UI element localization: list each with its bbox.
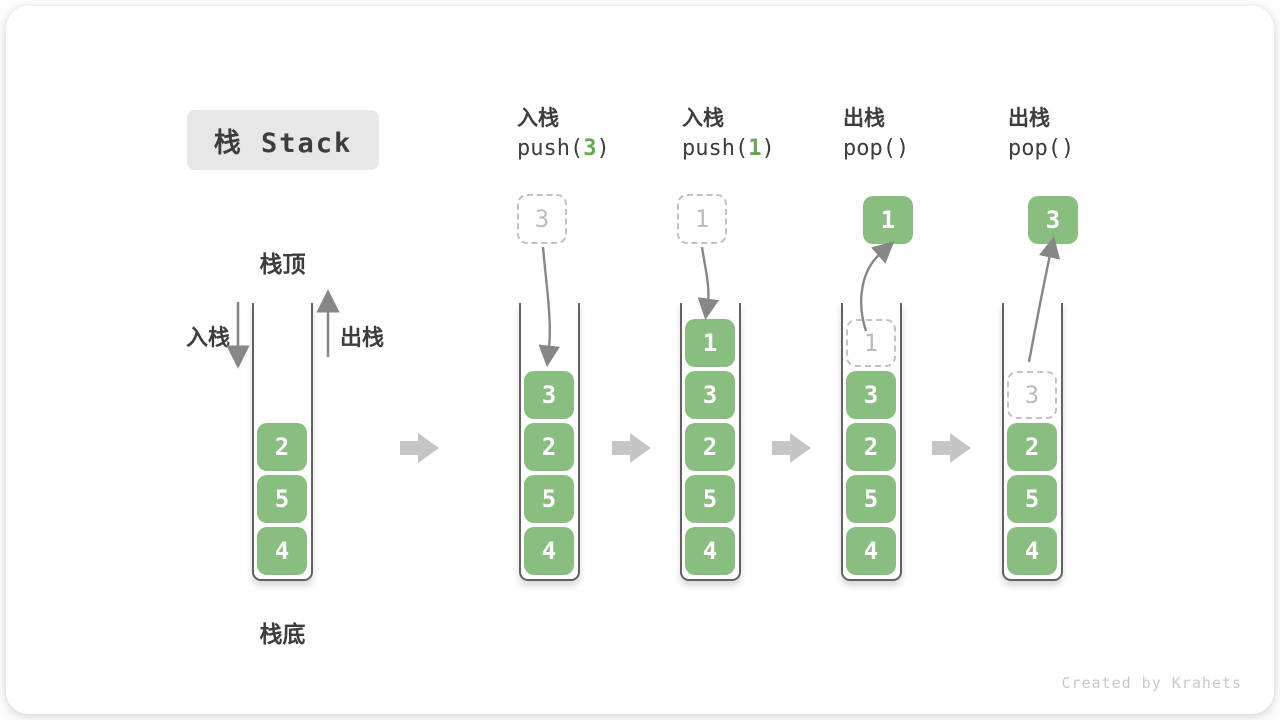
stack-cell: 5 bbox=[846, 475, 896, 523]
stack-cell: 2 bbox=[524, 423, 574, 471]
push-1-arrow bbox=[697, 246, 720, 321]
pending-value-box: 3 bbox=[517, 194, 567, 244]
push-side-label: 入栈 bbox=[185, 326, 230, 351]
pending-value-box: 1 bbox=[677, 194, 727, 244]
stack-cell: 5 bbox=[685, 475, 735, 523]
operation-code: push(1) bbox=[682, 132, 775, 166]
stack-cell: 2 bbox=[1007, 423, 1057, 471]
operation-name: 入栈 bbox=[517, 106, 559, 130]
stack-cell: 4 bbox=[846, 527, 896, 575]
stack-cell: 1 bbox=[685, 319, 735, 367]
page-title: 栈 Stack bbox=[213, 127, 353, 159]
popped-value-box: 1 bbox=[863, 196, 913, 244]
block-arrow-icon bbox=[932, 433, 971, 463]
stack-cell: 4 bbox=[524, 527, 574, 575]
code-text: ) bbox=[761, 136, 775, 161]
stack-cell: 3 bbox=[685, 371, 735, 419]
code-text: pop( bbox=[843, 136, 896, 161]
code-text: ) bbox=[596, 136, 610, 161]
block-arrow-icon bbox=[400, 433, 439, 463]
operation-name: 出栈 bbox=[1008, 106, 1050, 130]
code-text: pop( bbox=[1008, 136, 1061, 161]
stack-cell: 4 bbox=[257, 527, 307, 575]
pop-side-label: 出栈 bbox=[340, 326, 385, 351]
code-text: push( bbox=[517, 136, 584, 161]
operation-name: 出栈 bbox=[843, 106, 885, 130]
stack-cell: 2 bbox=[685, 423, 735, 471]
title-box: 栈 Stack bbox=[187, 110, 379, 170]
stack-cell: 3 bbox=[524, 371, 574, 419]
code-text: push( bbox=[682, 136, 749, 161]
stack-cell: 3 bbox=[846, 371, 896, 419]
stack-bottom-label: 栈底 bbox=[259, 622, 306, 648]
stack-cell-ghost: 3 bbox=[1007, 371, 1057, 419]
popped-value-box: 3 bbox=[1028, 196, 1078, 244]
stack-cell: 5 bbox=[1007, 475, 1057, 523]
block-arrow-icon bbox=[772, 433, 811, 463]
operation-code: push(3) bbox=[517, 132, 610, 166]
stack-cell: 4 bbox=[685, 527, 735, 575]
stack-cell: 2 bbox=[846, 423, 896, 471]
block-arrow-icon bbox=[612, 433, 651, 463]
code-text: ) bbox=[1060, 136, 1075, 161]
operation-code: pop() bbox=[843, 132, 909, 166]
code-text: ) bbox=[895, 136, 910, 161]
code-argument: 1 bbox=[748, 136, 762, 161]
stack-cell: 2 bbox=[257, 423, 307, 471]
stack-top-label: 栈顶 bbox=[259, 252, 306, 278]
stack-cell: 5 bbox=[257, 475, 307, 523]
stack-cell: 5 bbox=[524, 475, 574, 523]
code-argument: 3 bbox=[583, 136, 597, 161]
stack-cell-ghost: 1 bbox=[846, 319, 896, 367]
credit-text: Created by Krahets bbox=[1061, 674, 1242, 692]
operation-code: pop() bbox=[1008, 132, 1074, 166]
operation-name: 入栈 bbox=[682, 106, 724, 130]
stack-cell: 4 bbox=[1007, 527, 1057, 575]
